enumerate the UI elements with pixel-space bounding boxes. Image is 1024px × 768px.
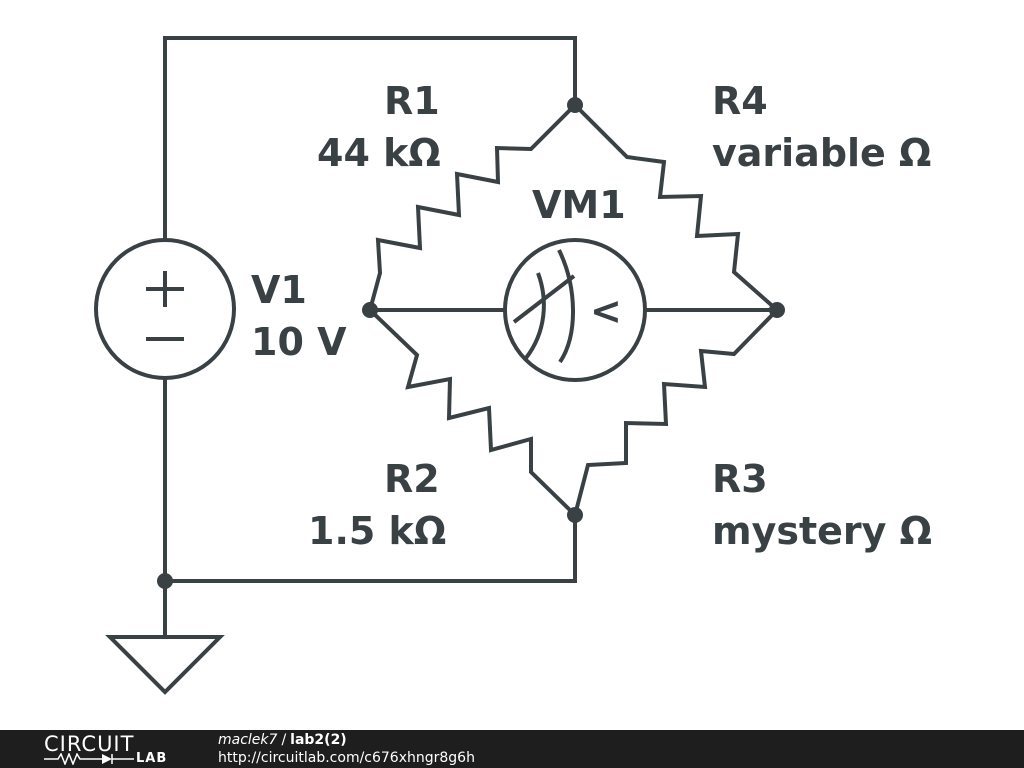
voltmeter-needle-arc-1 [524,272,546,360]
plus-icon [146,271,184,307]
circuitlab-logo[interactable]: CIRCUIT LAB [44,732,184,766]
label-vm1-ref: VM1 [532,183,626,227]
label-r2-ref: R2 [384,457,440,501]
circuit-url-link[interactable]: http://circuitlab.com/c676xhngr8g6h [218,750,475,766]
logo-wordmark-top: CIRCUIT [44,732,135,756]
wire-top-loop [163,36,577,240]
resistor-diode-icon [44,753,134,765]
circuit-schematic: < R1 44 kΩ R4 variable Ω VM1 V1 10 V R2 … [94,36,932,695]
voltmeter-circle [503,238,647,382]
author-link[interactable]: maclek7 [218,732,278,748]
label-v1-ref: V1 [251,268,307,312]
source-circle [94,238,236,380]
voltmeter-needle-arc-2 [557,249,575,364]
node-ground [157,573,173,589]
circuit-title-link[interactable]: lab2(2) [290,732,347,748]
label-r4-value: variable Ω [712,131,931,175]
voltmeter-symbol: < [590,289,622,333]
footer-credit: maclek7/lab2(2) [218,732,347,748]
voltage-source-v1 [94,238,236,380]
resistor-r4 [573,103,779,312]
logo-wordmark-bottom: LAB [136,751,168,766]
voltmeter-scale-tick [512,274,576,324]
node-left [362,302,378,318]
label-r1-value: 44 kΩ [317,131,441,175]
node-bottom [567,507,583,523]
label-r1-ref: R1 [384,79,440,123]
resistor-r3 [573,308,779,516]
footer-bar: CIRCUIT LAB maclek7/lab2(2) http://circu… [0,730,1024,768]
node-right [769,302,785,318]
label-r4-ref: R4 [712,79,768,123]
resistor-r1 [368,103,577,311]
node-top [567,97,583,113]
credit-separator: / [281,732,287,748]
label-r2-value: 1.5 kΩ [308,509,446,553]
resistor-r2 [368,308,577,517]
voltmeter-vm1: < [503,238,647,382]
wire-bottom-loop [165,515,577,583]
label-r3-ref: R3 [712,457,768,501]
label-v1-value: 10 V [251,320,347,364]
ground-icon [105,635,225,695]
label-r3-value: mystery Ω [712,509,932,553]
